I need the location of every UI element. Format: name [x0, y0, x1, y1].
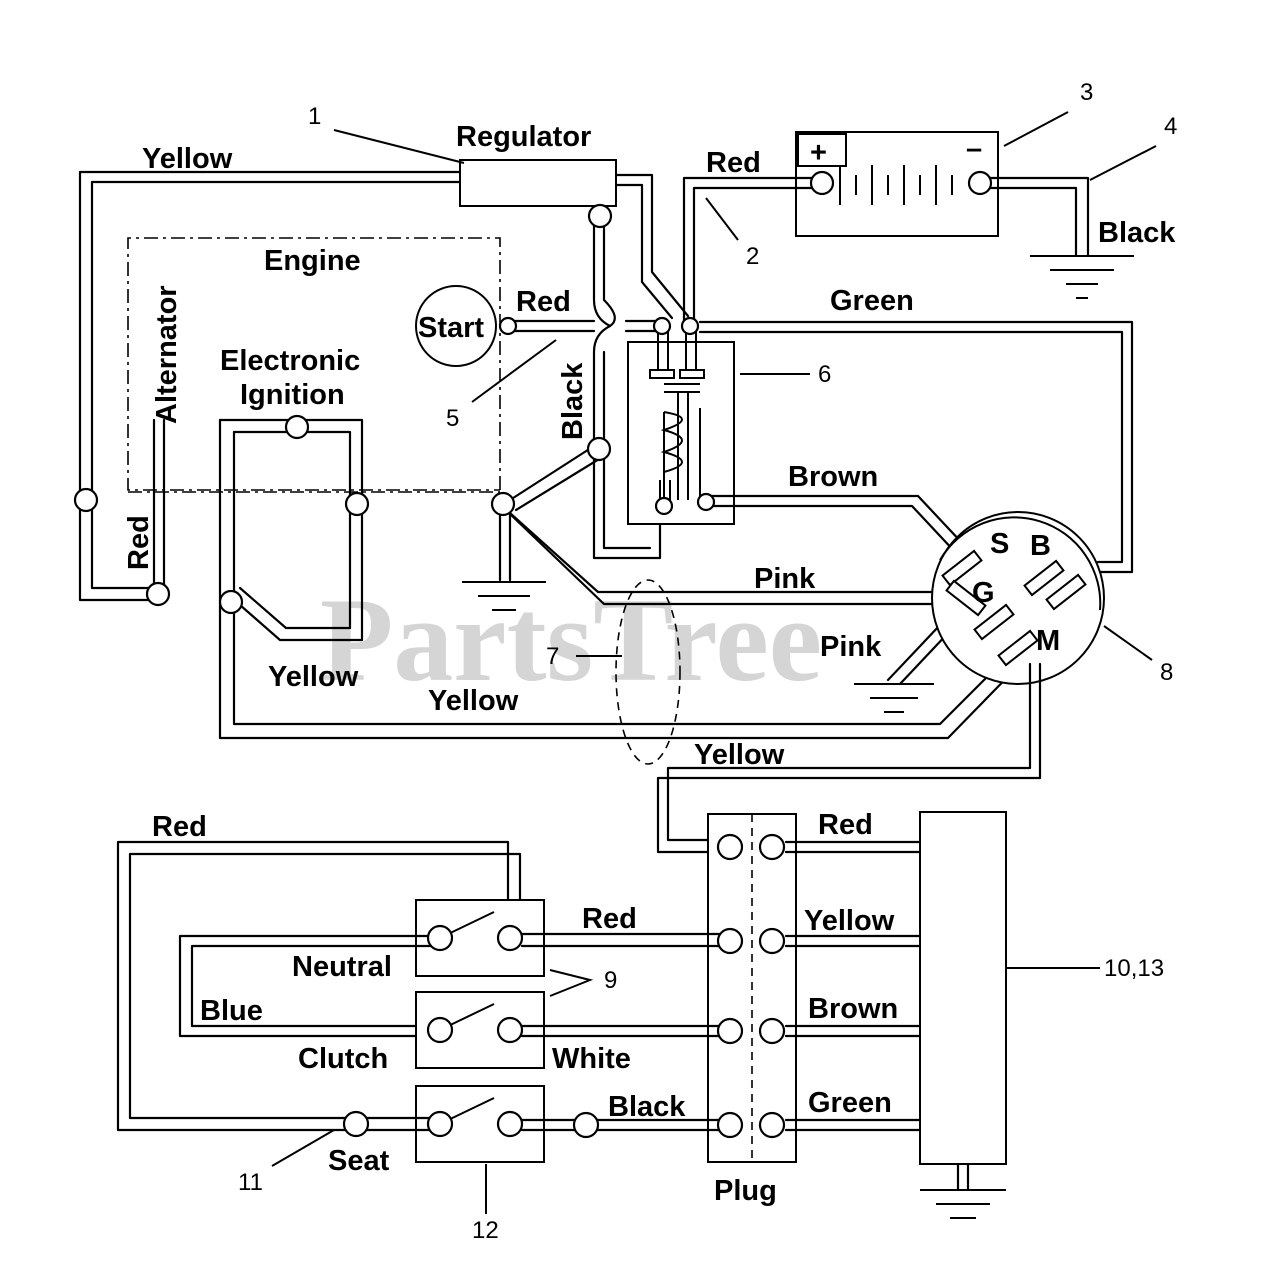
- yellow-top-wire: [78, 170, 462, 602]
- wire-label-black-ground: Black: [1098, 217, 1176, 249]
- wire-label-red-battery: Red: [706, 147, 761, 179]
- terminals: [73, 170, 993, 1139]
- callout-10-13: 10,13: [1104, 955, 1164, 982]
- wire-label-red-neutral: Red: [582, 903, 637, 935]
- yellow-plug-wire: [656, 662, 1042, 854]
- battery-minus-label: –: [966, 133, 982, 165]
- regulator-right-lead: [614, 173, 690, 320]
- neutral-switch-blade: [443, 911, 495, 937]
- neutral-label: Neutral: [292, 951, 392, 983]
- regulator-box: [459, 159, 617, 207]
- callout-3: 3: [1080, 79, 1093, 106]
- wire-label-brown-harness: Brown: [808, 993, 898, 1025]
- battery-ground-symbol: [1030, 255, 1134, 299]
- seat-wire: [364, 1116, 434, 1132]
- solenoid-internals: [649, 330, 705, 504]
- wire-label-blue: Blue: [200, 995, 263, 1027]
- switch-b-label: B: [1030, 530, 1051, 562]
- electronic-ignition-label-1: Electronic: [220, 345, 360, 377]
- engine-ground: [462, 502, 546, 611]
- wire-label-white: White: [552, 1043, 631, 1075]
- wire-label-green: Green: [830, 285, 914, 317]
- wire-label-yellow-plug: Yellow: [694, 739, 785, 771]
- switch-s-label: S: [990, 528, 1009, 560]
- callout-2: 2: [746, 243, 759, 270]
- white-wire: [520, 1024, 726, 1038]
- regulator-label: Regulator: [456, 121, 591, 153]
- key-switch-contacts: [941, 549, 1087, 667]
- wire-label-yellow-top: Yellow: [142, 143, 233, 175]
- callout-11: 11: [238, 1169, 263, 1196]
- module-box: [919, 811, 1007, 1165]
- callout-leaders: [271, 111, 1157, 1214]
- regulator-black-lead: [592, 214, 662, 560]
- red-outer-wire: [116, 840, 522, 1132]
- wire-label-pink-2: Pink: [820, 631, 882, 663]
- module-ground: [920, 1162, 1006, 1219]
- battery-cells: [839, 165, 953, 205]
- callout-4: 4: [1164, 113, 1177, 140]
- key-switch-inner-arc: [939, 516, 1102, 611]
- seat-label: Seat: [328, 1145, 390, 1177]
- start-motor: [415, 285, 497, 367]
- callout-7: 7: [546, 643, 559, 670]
- wire-label-yellow-lower: Yellow: [428, 685, 519, 717]
- start-label: Start: [418, 312, 484, 344]
- red-battery-wire: [682, 176, 814, 324]
- blue-wire: [178, 934, 434, 1038]
- watermark: PartsTree: [320, 573, 822, 706]
- ignition-loop: [218, 418, 1026, 740]
- plug-label: Plug: [714, 1175, 777, 1207]
- wire-label-brown: Brown: [788, 461, 878, 493]
- callout-6: 6: [818, 361, 831, 388]
- wire-label-red-alternator: Red: [123, 515, 155, 570]
- engine-label: Engine: [264, 245, 361, 277]
- callout-1: 1: [308, 103, 321, 130]
- callout-5: 5: [446, 405, 459, 432]
- clutch-label: Clutch: [298, 1043, 388, 1075]
- electronic-ignition-label-2: Ignition: [240, 379, 345, 411]
- brown-wire: [704, 494, 980, 570]
- callout-9: 9: [604, 967, 617, 994]
- wire-label-red-outer: Red: [152, 811, 207, 843]
- wire-label-yellow-ignition: Yellow: [268, 661, 359, 693]
- wire-label-black-vertical: Black: [557, 362, 589, 440]
- wire-label-red-start: Red: [516, 286, 571, 318]
- switch-g-label: G: [972, 577, 995, 609]
- harness-bundle-marker: [615, 579, 681, 765]
- alternator-leads: [152, 418, 166, 592]
- harness-wires-right: [784, 840, 922, 1132]
- alternator-label: Alternator: [151, 285, 183, 424]
- battery-plus-box: [797, 133, 847, 167]
- wire-label-red-harness: Red: [818, 809, 873, 841]
- callout-8: 8: [1160, 659, 1173, 686]
- red-start-wire: [508, 319, 666, 333]
- black-seat-wire: [520, 1118, 726, 1132]
- green-wire: [698, 320, 1134, 574]
- wire-label-pink-1: Pink: [754, 563, 816, 595]
- callout-12: 12: [472, 1217, 499, 1244]
- wire-label-green-harness: Green: [808, 1087, 892, 1119]
- clutch-switch-blade: [443, 1003, 495, 1029]
- black-vertical-wire: [508, 444, 606, 512]
- black-ground-wire: [988, 176, 1090, 258]
- wire-label-yellow-harness: Yellow: [804, 905, 895, 937]
- battery-plus-label: +: [810, 137, 827, 169]
- wire-label-black-seat: Black: [608, 1091, 686, 1123]
- red-neutral-wire: [520, 932, 726, 948]
- switch-m-label: M: [1036, 625, 1060, 657]
- seat-switch-blade: [443, 1097, 495, 1123]
